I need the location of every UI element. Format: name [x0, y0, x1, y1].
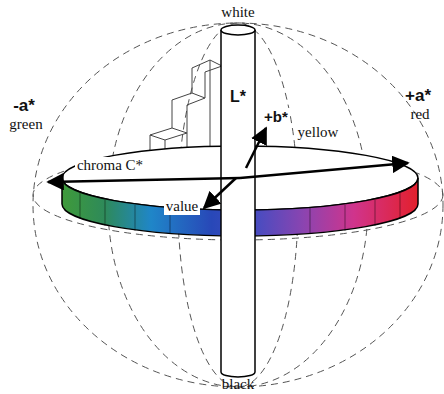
axis-name: -a*: [11, 96, 37, 115]
axis-name: +b*: [262, 108, 290, 125]
axis-label: black: [220, 376, 256, 393]
axis-label: white: [219, 4, 256, 21]
axis-name: +a*: [403, 86, 433, 105]
axis-name: L*: [228, 88, 248, 106]
color-name: yellow: [296, 124, 341, 141]
color-name: green: [7, 116, 44, 133]
axis-name: chroma C*: [75, 157, 145, 174]
color-name: red: [408, 106, 431, 123]
axis-name: value: [164, 198, 200, 215]
